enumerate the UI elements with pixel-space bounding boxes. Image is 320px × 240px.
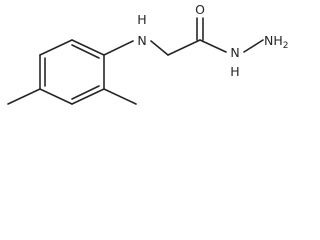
- methyl-bond-ortho: [103, 88, 137, 105]
- ring-bond-c1-c2: [71, 39, 105, 56]
- structure-canvas: O H N N H NH2: [7, 2, 289, 105]
- ring-bond-c4-c5: [39, 88, 73, 105]
- bond-carbonyl-to-hydrazide-n: [199, 39, 227, 53]
- oxygen-label: O: [195, 2, 205, 17]
- ring-double-bond-inner-1: [71, 44, 100, 59]
- ring-bond-c5-c6: [71, 88, 105, 105]
- hydrazide-h-label: H: [230, 64, 239, 79]
- ring-double-bond-inner-3: [71, 85, 100, 100]
- amine-h-label: H: [137, 12, 146, 27]
- molecule-structure: O H N N H NH2: [7, 2, 288, 105]
- bond-hydrazide-n-to-nh2: [243, 39, 264, 53]
- hydrazide-n-label: N: [230, 45, 239, 60]
- terminal-nh2-text: NH: [264, 33, 283, 48]
- amine-n-label: N: [137, 33, 146, 48]
- benzene-ring: [39, 39, 105, 105]
- ring-bond-c2-c3: [39, 39, 73, 56]
- bond-amine-to-ch2: [150, 40, 169, 56]
- bond-ring-to-amine: [103, 40, 134, 56]
- terminal-nh2-label: NH2: [264, 33, 288, 51]
- terminal-nh2-subscript: 2: [283, 41, 289, 51]
- bond-ch2-to-carbonyl: [167, 39, 201, 56]
- methyl-bond-para: [7, 88, 41, 105]
